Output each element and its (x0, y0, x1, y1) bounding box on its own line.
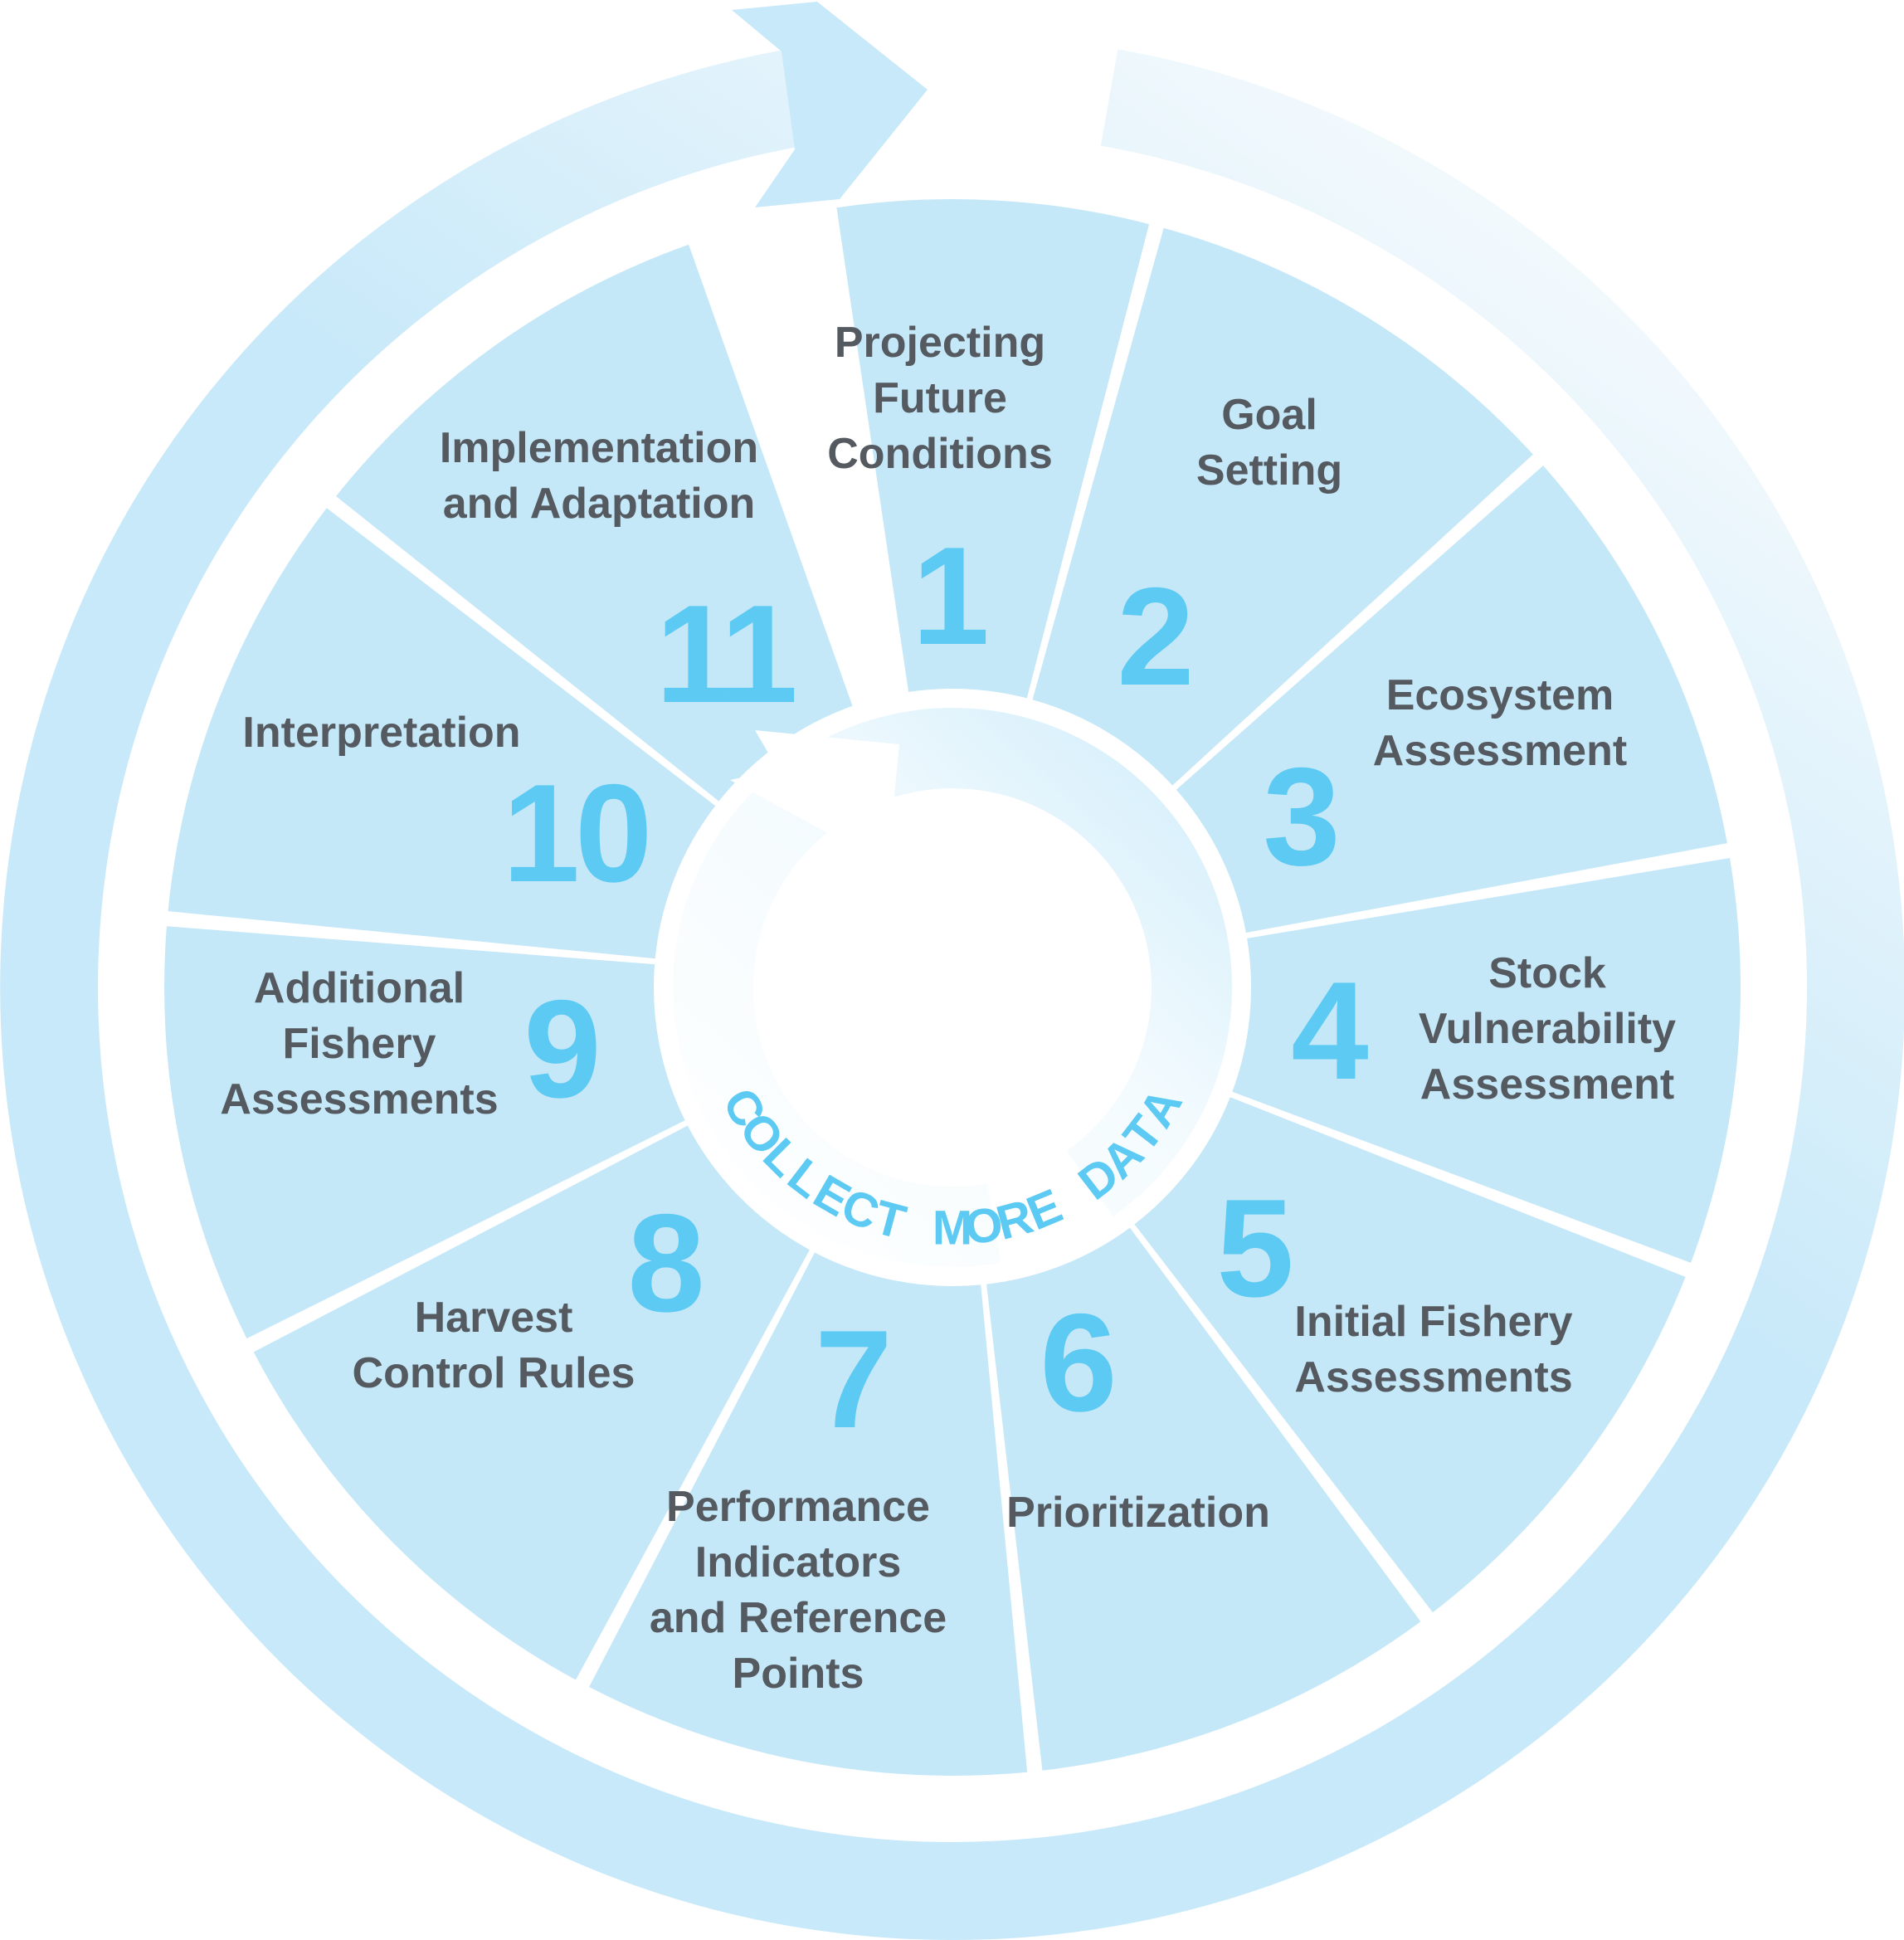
segment-label: Vulnerability (1419, 1005, 1676, 1053)
outer-arrow-head (732, 2, 928, 207)
segment-label: Conditions (827, 430, 1053, 478)
segment-number: 7 (815, 1301, 887, 1457)
segment-label: Assessments (220, 1075, 498, 1124)
segment-number: 2 (1117, 558, 1189, 714)
segment-number: 8 (627, 1185, 701, 1341)
segment-number: 10 (503, 755, 648, 911)
segment-label: Performance (666, 1483, 930, 1531)
segment-wheel (164, 199, 1741, 1776)
segment-label: Goal (1221, 391, 1317, 439)
segment-1 (836, 199, 1150, 699)
segment-label: Indicators (695, 1538, 902, 1587)
segment-label: Initial Fishery (1294, 1298, 1572, 1346)
segment-5 (1134, 1097, 1686, 1613)
segment-label: Prioritization (1006, 1489, 1270, 1537)
segment-number: 6 (1040, 1284, 1113, 1440)
segment-label: Projecting (835, 319, 1045, 367)
segment-number: 1 (912, 518, 986, 674)
segment-7 (589, 1252, 1028, 1776)
segment-label: and Reference (650, 1594, 947, 1642)
segment-10 (168, 508, 716, 959)
segment-number: 4 (1291, 953, 1368, 1109)
segment-label: Assessment (1420, 1060, 1674, 1109)
segment-label: Additional (254, 964, 465, 1012)
ring-letter: O (962, 1197, 1006, 1255)
segment-label: and Adaptation (443, 480, 756, 528)
segment-number: 9 (523, 971, 597, 1127)
segment-label: Fishery (283, 1020, 436, 1068)
segment-4 (1232, 858, 1741, 1263)
segment-11 (336, 244, 853, 802)
segment-label: Interpretation (242, 709, 520, 757)
segment-number: 3 (1263, 738, 1336, 894)
segment-label: Assessments (1294, 1353, 1572, 1401)
segment-label: Assessment (1373, 727, 1627, 775)
segment-label: Points (733, 1650, 864, 1698)
segment-label: Harvest (415, 1294, 573, 1342)
segment-number: 11 (655, 576, 794, 732)
segment-label: Ecosystem (1386, 671, 1614, 719)
segment-label: Setting (1196, 446, 1342, 495)
segment-8 (253, 1125, 810, 1680)
segment-3 (1176, 466, 1727, 933)
center-arrow-head (730, 730, 899, 896)
segment-label: Future (873, 374, 1007, 422)
ring-letter: M (933, 1202, 972, 1255)
segment-2 (1032, 227, 1533, 786)
segment-9 (164, 926, 685, 1339)
segment-label: Control Rules (353, 1349, 635, 1397)
segment-6 (986, 1227, 1421, 1771)
segment-label: Implementation (440, 424, 758, 472)
segment-number: 5 (1216, 1170, 1290, 1326)
segment-label: Stock (1488, 949, 1606, 997)
